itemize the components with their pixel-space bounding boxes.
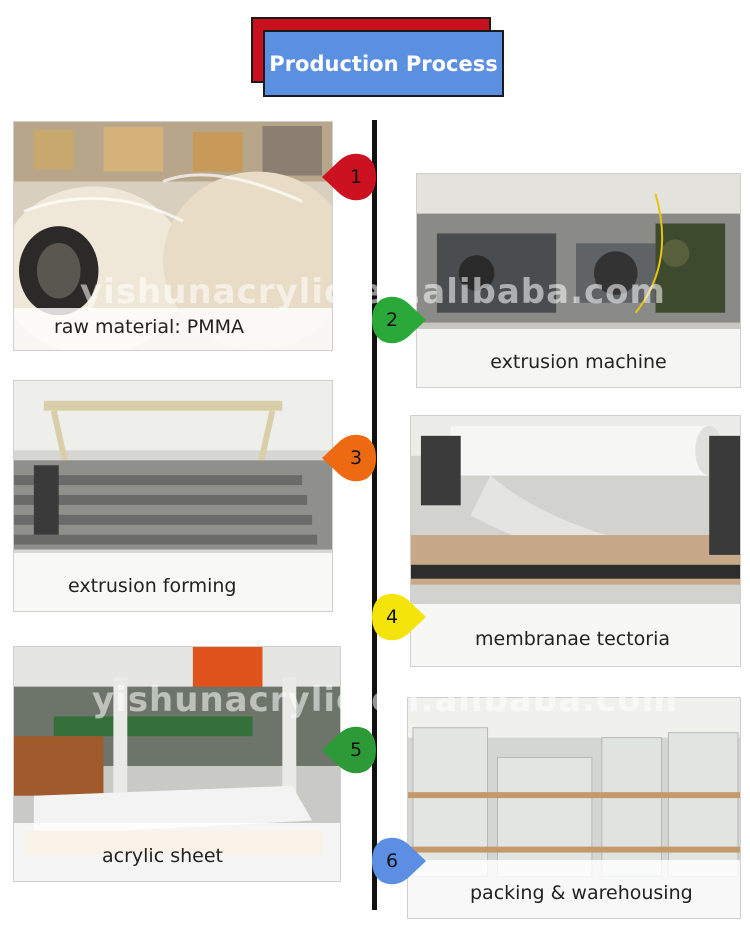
step-number: 2 xyxy=(385,309,399,331)
caption-raw-material: raw material: PMMA xyxy=(54,316,245,338)
caption-extrusion-forming: extrusion forming xyxy=(68,575,237,597)
step-5-badge: 5 xyxy=(322,725,376,775)
caption-band xyxy=(411,604,740,666)
step-1-badge: 1 xyxy=(322,152,376,202)
step-2-badge: 2 xyxy=(372,295,426,345)
photo-extrusion-forming: extrusion forming xyxy=(13,380,333,612)
timeline-line xyxy=(372,120,377,910)
photo-membranae-tectoria: membranae tectoria xyxy=(410,415,741,667)
caption-band xyxy=(408,860,740,918)
caption-band xyxy=(14,553,332,611)
caption-band xyxy=(14,308,332,350)
photo-raw-material: raw material: PMMA xyxy=(13,121,333,351)
page-title: Production Process xyxy=(263,30,504,97)
caption-band xyxy=(14,823,340,881)
watermark-text: yishunacrylic.en.alibaba.com xyxy=(80,272,666,312)
photo-acrylic-sheet: acrylic sheet xyxy=(13,646,341,882)
step-number: 3 xyxy=(349,447,363,469)
photo-packing-warehousing: packing & warehousing xyxy=(407,697,741,919)
step-number: 5 xyxy=(349,739,363,761)
caption-packing-warehousing: packing & warehousing xyxy=(470,882,693,904)
step-6-badge: 6 xyxy=(372,836,426,886)
caption-acrylic-sheet: acrylic sheet xyxy=(102,845,223,867)
caption-band xyxy=(417,329,740,387)
caption-extrusion-machine: extrusion machine xyxy=(490,351,667,373)
caption-membranae-tectoria: membranae tectoria xyxy=(475,628,671,650)
photo-extrusion-machine: extrusion machine xyxy=(416,173,741,388)
step-number: 6 xyxy=(385,850,399,872)
step-number: 1 xyxy=(349,166,363,188)
step-4-badge: 4 xyxy=(372,592,426,642)
step-3-badge: 3 xyxy=(322,433,376,483)
watermark-text: yishunacrylic.en.alibaba.com xyxy=(92,680,678,720)
step-number: 4 xyxy=(385,606,399,628)
